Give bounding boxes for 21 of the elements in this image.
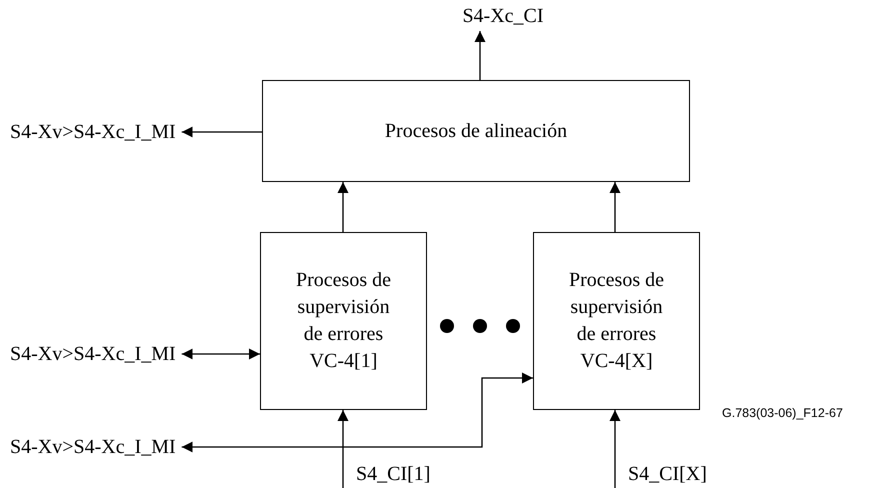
arrow [338,410,348,488]
figure-id: G.783(03-06)_F12-67 [722,406,843,420]
arrow [610,410,620,488]
arrow [182,348,260,360]
process-box [262,80,690,182]
signal-label: S4-Xv>S4-Xc_I_MI [10,435,176,459]
signal-label: S4-Xc_CI [462,4,544,28]
arrow [338,182,348,232]
signal-label: S4-Xv>S4-Xc_I_MI [10,342,176,366]
process-box [260,232,427,410]
signal-label: S4-Xv>S4-Xc_I_MI [10,120,176,144]
signal-label: S4_CI[1] [356,462,430,486]
arrow [610,182,620,232]
signal-label: S4_CI[X] [628,462,707,486]
process-label: Procesos de supervisión de errores VC-4[X] [568,268,665,374]
process-label: Procesos de supervisión de errores VC-4[1] [295,268,392,374]
process-label: Procesos de alineación [384,118,568,144]
arrow [182,372,533,452]
arrow [474,31,486,80]
process-box [533,232,700,410]
arrow [182,126,262,138]
